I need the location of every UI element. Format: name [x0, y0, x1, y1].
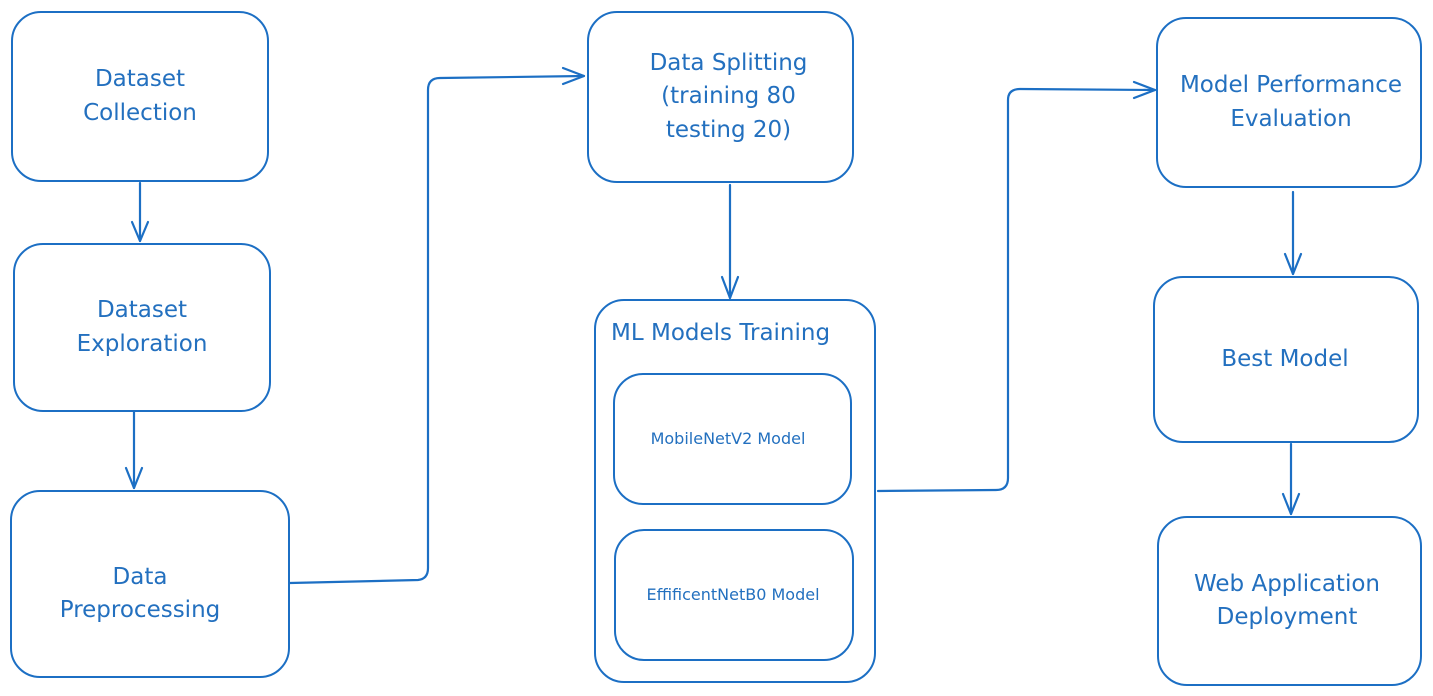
arrowhead-evaluation-to-best	[1283, 252, 1303, 276]
edge-preprocessing-to-splitting	[288, 74, 586, 585]
dataset-collection-node	[11, 11, 269, 182]
data-preprocessing-node	[10, 490, 290, 678]
arrowhead-exploration-to-preprocessing	[124, 466, 144, 490]
dataset-exploration-label: Dataset Exploration	[76, 297, 208, 357]
web-deployment-label: Web Application Deployment	[1194, 570, 1380, 630]
best-model-node	[1153, 276, 1419, 443]
mobilenet-model-label: MobileNetV2 Model	[650, 429, 806, 449]
mobilenet-model-node	[613, 373, 852, 505]
ml-models-training-title: ML Models Training	[611, 320, 831, 346]
web-deployment-node	[1157, 516, 1422, 686]
efficientnet-model-node	[614, 529, 854, 661]
data-splitting-node	[587, 11, 854, 183]
arrowhead-training-to-evaluation	[1132, 80, 1157, 100]
best-model-label: Best Model	[1221, 345, 1349, 372]
dataset-exploration-node	[13, 243, 271, 412]
data-splitting-label: Data Splitting (training 80 testing 20)	[649, 49, 808, 143]
model-evaluation-label: Model Performance Evaluation	[1179, 72, 1403, 132]
model-evaluation-node	[1156, 17, 1422, 188]
dataset-collection-label: Dataset Collection	[83, 66, 197, 126]
efficientnet-model-label: EffificentNetB0 Model	[646, 585, 820, 605]
arrowhead-preprocessing-to-splitting	[561, 66, 586, 86]
arrowhead-collection-to-exploration	[130, 220, 150, 243]
arrowhead-splitting-to-training	[720, 275, 740, 300]
arrowhead-best-to-deployment	[1281, 492, 1301, 516]
edge-training-to-evaluation	[876, 87, 1157, 493]
data-preprocessing-label: Data Preprocessing	[59, 563, 221, 623]
